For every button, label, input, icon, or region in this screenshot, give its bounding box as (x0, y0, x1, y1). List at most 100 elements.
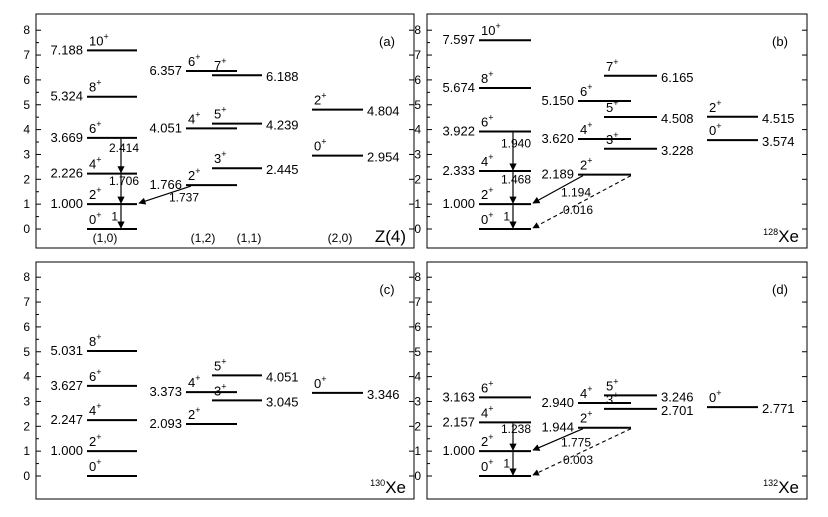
energy-label: 1.000 (442, 443, 475, 458)
energy-label: 3.627 (50, 378, 83, 393)
spin-label: 10+ (89, 31, 109, 48)
energy-label: 2.189 (541, 167, 574, 182)
mass-number: 128 (763, 227, 778, 237)
spin-label: 0+ (89, 457, 102, 474)
energy-label: 1.000 (50, 196, 83, 211)
spin-label: 7+ (606, 57, 619, 74)
y-tick-label: 7 (23, 295, 30, 309)
y-tick-label: 0 (414, 222, 421, 236)
spin-label: 3+ (214, 149, 227, 166)
transition-label: 1.238 (501, 422, 531, 436)
spin-label: 8+ (89, 78, 102, 95)
energy-label: 6.188 (266, 69, 299, 84)
y-tick-label: 0 (414, 469, 421, 483)
y-tick-label: 5 (414, 345, 421, 359)
y-tick-label: 6 (23, 320, 30, 334)
spin-label: 0+ (481, 457, 494, 474)
spin-label: 2+ (89, 432, 102, 449)
y-tick-label: 5 (414, 98, 421, 112)
transition-label: 0.003 (563, 453, 593, 467)
band-label: (1,0) (93, 231, 118, 245)
energy-label: 7.188 (50, 42, 83, 57)
spin-label: 0+ (89, 210, 102, 227)
energy-label: 2.093 (149, 416, 182, 431)
element-symbol: Z(4) (375, 227, 406, 246)
spin-label: 2+ (188, 166, 201, 183)
energy-label: 5.031 (50, 343, 83, 358)
interband-arrow (138, 185, 192, 205)
spin-label: 8+ (89, 332, 102, 349)
element-symbol: Xe (778, 478, 799, 497)
spin-label: 4+ (188, 109, 201, 126)
spin-label: 0+ (314, 137, 327, 154)
y-tick-label: 1 (414, 444, 421, 458)
energy-label: 5.150 (541, 93, 574, 108)
y-tick-label: 7 (414, 48, 421, 62)
transition-label: 1 (111, 210, 118, 224)
energy-label: 2.445 (266, 162, 299, 177)
energy-label: 4.051 (266, 369, 299, 384)
y-tick-label: 6 (414, 73, 421, 87)
y-tick-label: 4 (23, 123, 30, 137)
panel-frame (426, 13, 808, 249)
panel-b: 012345678(b)128Xe0+2+1.0004+2.3336+3.922… (414, 13, 808, 249)
energy-label: 2.771 (762, 401, 795, 416)
spin-label: 0+ (709, 388, 722, 405)
nucleus-label: 128Xe (763, 227, 799, 246)
energy-label: 2.333 (442, 163, 475, 178)
spin-label: 2+ (580, 156, 593, 173)
panel-frame (35, 261, 415, 500)
spin-label: 3+ (214, 381, 227, 398)
y-tick-label: 2 (414, 172, 421, 186)
energy-label: 3.669 (50, 130, 83, 145)
energy-label: 2.226 (50, 166, 83, 181)
energy-label: 2.954 (367, 150, 400, 165)
y-tick-label: 4 (414, 370, 421, 384)
transition-label: 1 (503, 210, 510, 224)
spin-label: 4+ (580, 120, 593, 137)
energy-label: 3.163 (442, 389, 475, 404)
interband-arrow (532, 428, 584, 451)
nucleus-label: Z(4) (375, 227, 406, 246)
spin-label: 4+ (481, 403, 494, 420)
y-tick-label: 7 (414, 295, 421, 309)
spin-label: 4+ (481, 152, 494, 169)
band-label: (1,1) (237, 231, 262, 245)
energy-label: 3.246 (661, 389, 694, 404)
element-symbol: Xe (385, 478, 406, 497)
element-symbol: Xe (778, 227, 799, 246)
nucleus-label: 130Xe (370, 478, 406, 497)
energy-label: 4.508 (661, 111, 694, 126)
energy-label: 2.247 (50, 412, 83, 427)
nucleus-label: 132Xe (763, 478, 799, 497)
energy-label: 6.357 (149, 63, 182, 78)
band-label: (2,0) (328, 231, 353, 245)
energy-label: 4.239 (266, 118, 299, 133)
energy-label: 6.165 (661, 70, 694, 85)
panel-c: 012345678(c)130Xe0+2+1.0004+2.2476+3.627… (23, 261, 415, 500)
y-tick-label: 4 (414, 123, 421, 137)
spin-label: 10+ (481, 21, 501, 38)
energy-label: 3.620 (541, 131, 574, 146)
panel-frame (426, 261, 808, 500)
spin-label: 6+ (481, 378, 494, 395)
spin-label: 5+ (214, 105, 227, 122)
spin-label: 4+ (89, 155, 102, 172)
mass-number: 132 (763, 478, 778, 488)
y-tick-label: 0 (23, 469, 30, 483)
energy-label: 4.515 (762, 111, 795, 126)
energy-label: 3.574 (762, 134, 795, 149)
spin-label: 6+ (89, 119, 102, 136)
band-label: (1,2) (191, 231, 216, 245)
y-tick-label: 3 (414, 147, 421, 161)
spin-label: 5+ (606, 376, 619, 393)
spin-label: 5+ (606, 98, 619, 115)
energy-label: 1.000 (442, 196, 475, 211)
y-tick-label: 8 (23, 270, 30, 284)
energy-label: 2.157 (442, 414, 475, 429)
spin-label: 6+ (89, 367, 102, 384)
energy-label: 5.674 (442, 80, 475, 95)
y-tick-label: 2 (23, 172, 30, 186)
spin-label: 2+ (481, 185, 494, 202)
